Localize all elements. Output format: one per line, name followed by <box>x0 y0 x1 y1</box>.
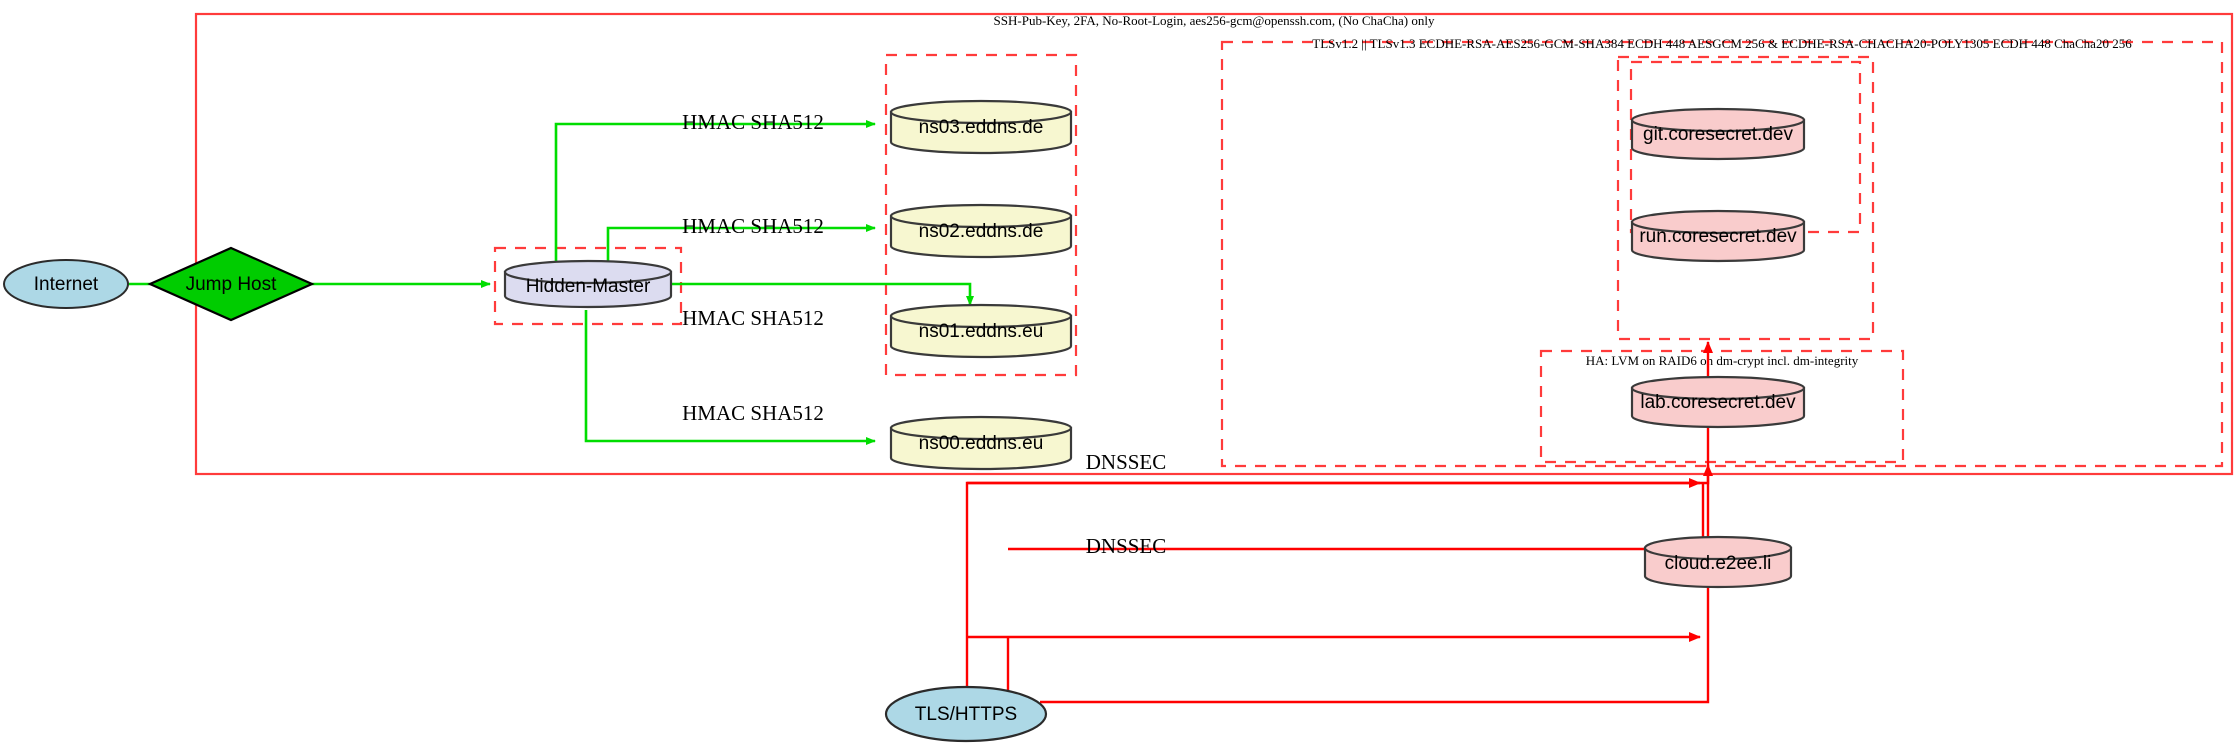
edge-label-hmac-ns00: HMAC SHA512 <box>682 401 824 425</box>
node-git-label: git.coresecret.dev <box>1643 124 1793 145</box>
node-lab-top <box>1630 375 1806 401</box>
edge-label-dnssec-lower: DNSSEC <box>1086 534 1167 558</box>
node-ns02[interactable]: ns02.eddns.de <box>889 203 1073 259</box>
edge-hiddenmaster-ns01 <box>672 282 974 306</box>
node-cloud-e2ee[interactable]: cloud.e2ee.li <box>1643 535 1793 589</box>
node-ns00[interactable]: ns00.eddns.eu <box>889 415 1073 471</box>
zone-ha-label: HA: LVM on RAID6 on dm-crypt incl. dm-in… <box>1586 353 1859 368</box>
zone-ha-border <box>1539 349 1905 464</box>
node-ns01-label: ns01.eddns.eu <box>919 321 1044 342</box>
node-ns01-top <box>889 303 1073 329</box>
zone-hidden-master-border <box>493 246 683 326</box>
node-internet[interactable]: Internet <box>3 259 129 309</box>
node-run-coresecret[interactable]: run.coresecret.dev <box>1630 209 1806 263</box>
zone-ssh-border <box>194 12 2234 476</box>
zone-dns-border <box>884 53 1078 377</box>
node-ns01[interactable]: ns01.eddns.eu <box>889 303 1073 359</box>
node-run-top <box>1630 209 1806 235</box>
edge-label-hmac-ns03: HMAC SHA512 <box>682 110 824 134</box>
node-lab-label: lab.coresecret.dev <box>1640 392 1796 413</box>
node-ns03-label: ns03.eddns.de <box>919 117 1044 138</box>
edge-label-hmac-ns02: HMAC SHA512 <box>682 214 824 238</box>
node-cloud-label: cloud.e2ee.li <box>1665 553 1772 574</box>
node-lab-coresecret[interactable]: lab.coresecret.dev <box>1630 375 1806 429</box>
node-internet-shape <box>3 259 129 309</box>
edge-tlshttps-coresecret <box>965 341 1713 702</box>
zone-tls-border <box>1220 40 2224 468</box>
node-internet-label: Internet <box>34 274 99 295</box>
node-hidden-master[interactable]: Hidden-Master <box>503 259 673 309</box>
node-ns03-top <box>889 99 1073 125</box>
zone-coresecret-border <box>1616 55 1875 341</box>
node-tls-https[interactable]: TLS/HTTPS <box>884 685 1048 743</box>
node-run-label: run.coresecret.dev <box>1639 226 1797 247</box>
node-ns03[interactable]: ns03.eddns.de <box>889 99 1073 155</box>
node-jump-host-label: Jump Host <box>186 274 278 295</box>
edge-hiddenmaster-ns00 <box>584 310 876 445</box>
node-cloud-top <box>1643 535 1793 561</box>
node-ns02-label: ns02.eddns.de <box>919 221 1044 242</box>
node-git-coresecret[interactable]: git.coresecret.dev <box>1630 107 1806 161</box>
node-tls-https-label: TLS/HTTPS <box>915 704 1017 725</box>
node-hidden-master-top <box>503 259 673 285</box>
edge-hiddenmaster-ns03 <box>554 120 876 262</box>
edge-label-dnssec-upper: DNSSEC <box>1086 450 1167 474</box>
node-jump-host[interactable]: Jump Host <box>147 246 315 322</box>
node-hidden-master-label: Hidden-Master <box>526 276 651 297</box>
edge-label-hmac-ns01: HMAC SHA512 <box>682 306 824 330</box>
node-git-top <box>1630 107 1806 133</box>
zone-tls-label: TLSv1.2 || TLSv1.3 ECDHE-RSA-AES256-GCM-… <box>1312 36 2132 51</box>
node-ns00-label: ns00.eddns.eu <box>919 433 1044 454</box>
edge-tlshttps-ha <box>1040 464 1713 704</box>
node-ns00-top <box>889 415 1073 441</box>
node-jump-host-shape <box>147 246 315 322</box>
node-tls-https-shape <box>884 685 1048 743</box>
zone-ssh-label: SSH-Pub-Key, 2FA, No-Root-Login, aes256-… <box>994 13 1435 28</box>
edge-hiddenmaster-ns02 <box>606 224 876 262</box>
node-ns02-top <box>889 203 1073 229</box>
